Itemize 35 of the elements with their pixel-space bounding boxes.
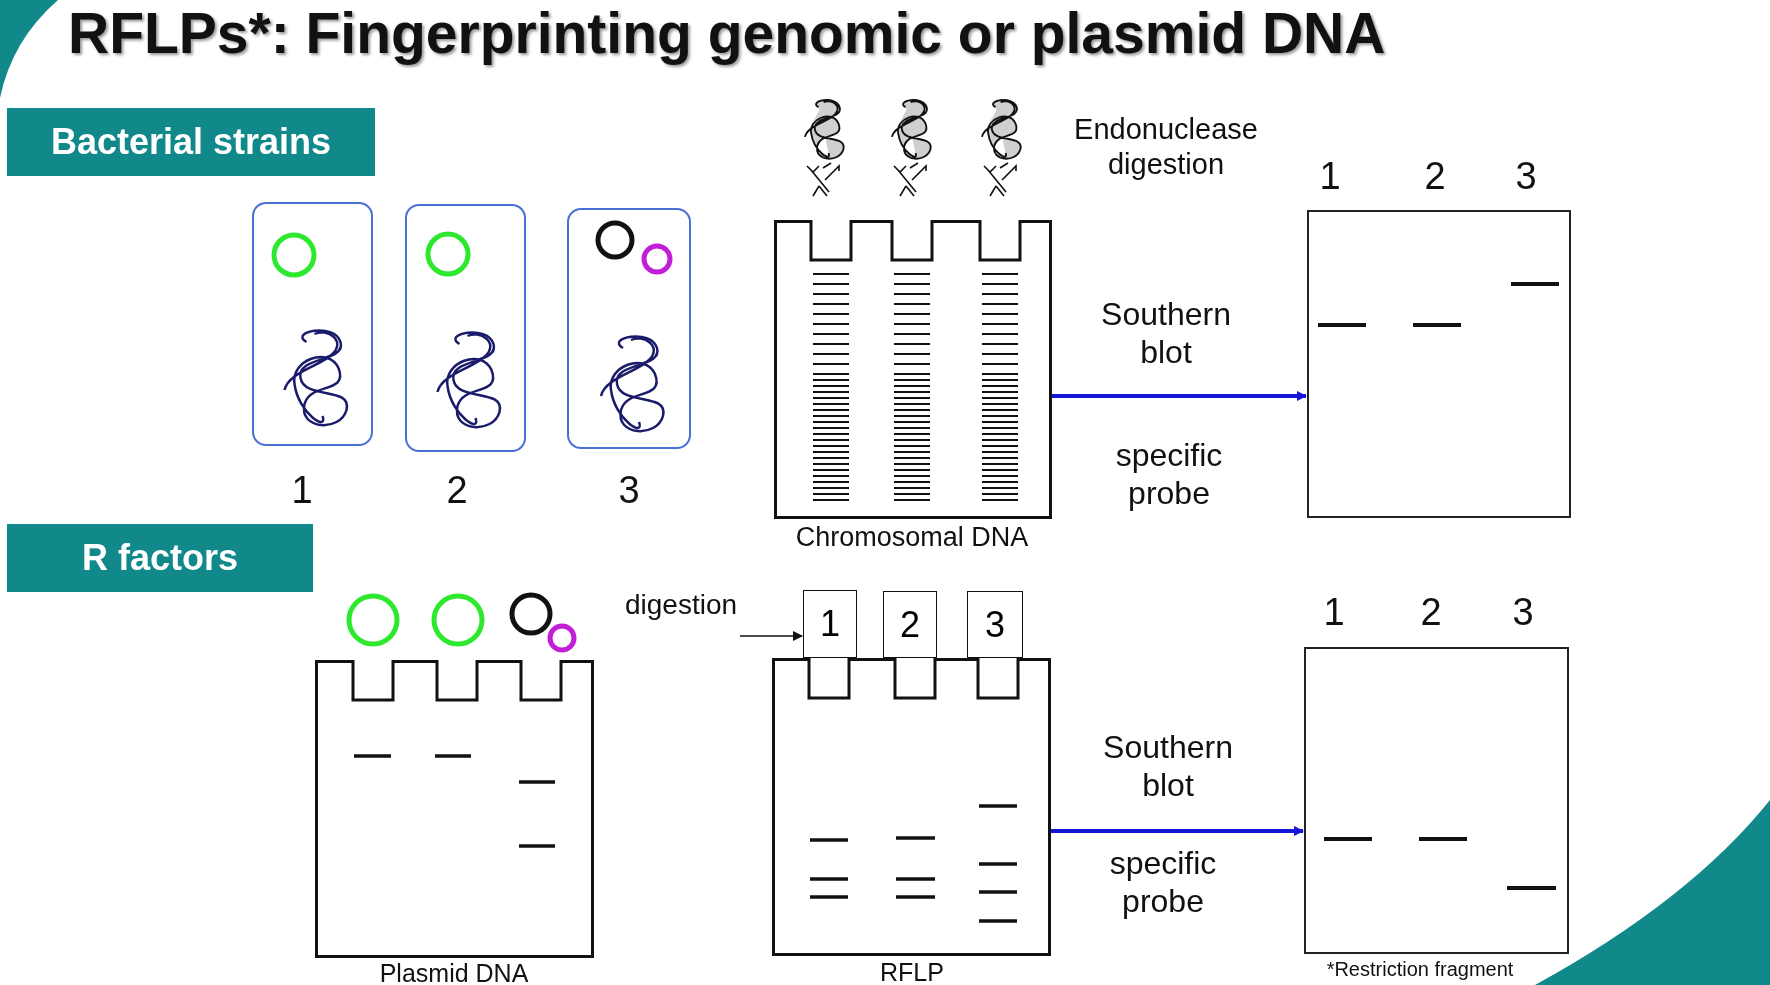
lane-number: 3 bbox=[1511, 590, 1535, 636]
lane-number: 1 bbox=[1318, 154, 1342, 200]
gel-drawing bbox=[772, 658, 1051, 956]
step-label: digestion bbox=[623, 588, 739, 622]
lane-number-box: 2 bbox=[883, 591, 937, 658]
step-label: Southern blot bbox=[1100, 294, 1232, 372]
arrow bbox=[739, 631, 803, 641]
footnote: *Restriction fragment bbox=[1325, 957, 1515, 981]
bacterial-cell bbox=[405, 204, 526, 452]
gel-caption: Plasmid DNA bbox=[378, 958, 530, 985]
blot-membrane bbox=[1307, 210, 1571, 518]
lane-number-box: 3 bbox=[967, 591, 1023, 658]
arrow bbox=[1051, 826, 1304, 836]
gel-caption: Chromosomal DNA bbox=[794, 520, 1030, 554]
lane-number: 1 bbox=[1322, 590, 1346, 636]
bacterial-cell bbox=[252, 202, 373, 446]
section-banner: R factors bbox=[7, 524, 313, 592]
lane-number: 2 bbox=[1423, 154, 1447, 200]
step-label: Southern blot bbox=[1102, 727, 1234, 805]
lane-number: 2 bbox=[1419, 590, 1443, 636]
step-label: Endonuclease digestion bbox=[1073, 112, 1259, 182]
blot-membrane bbox=[1304, 647, 1569, 954]
gel-caption: RFLP bbox=[879, 957, 945, 985]
section-banner: Bacterial strains bbox=[7, 108, 375, 176]
arrow bbox=[1052, 391, 1307, 401]
lane-number: 2 bbox=[445, 468, 469, 514]
lane-number: 3 bbox=[1514, 154, 1538, 200]
gel-drawing bbox=[774, 220, 1052, 519]
step-label: specific probe bbox=[1108, 843, 1218, 921]
bacterial-cell bbox=[567, 208, 691, 449]
lane-number: 1 bbox=[290, 468, 314, 514]
step-label: specific probe bbox=[1114, 435, 1224, 513]
slide-title: RFLPs*: Fingerprinting genomic or plasmid DNA bbox=[68, 0, 1386, 66]
lane-number: 3 bbox=[617, 468, 641, 514]
lane-number-box: 1 bbox=[803, 590, 857, 658]
